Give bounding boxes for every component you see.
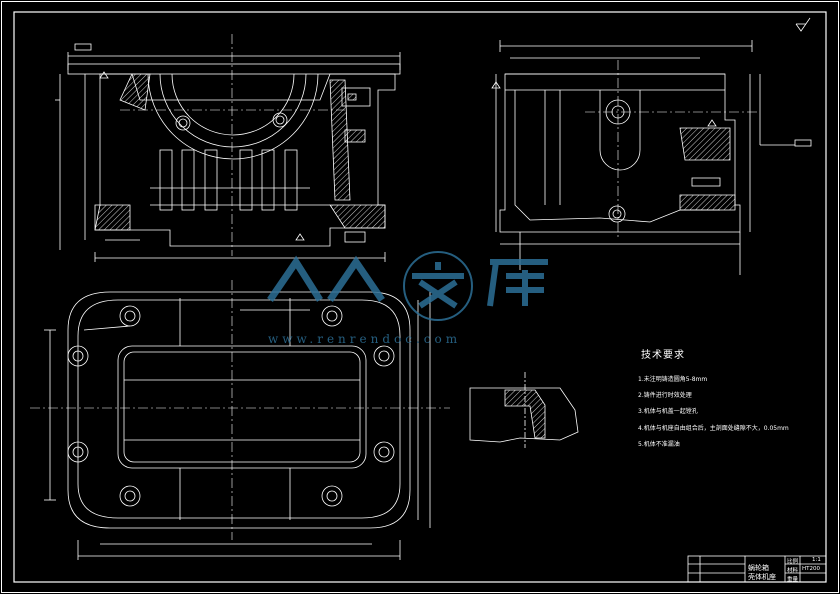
bolt-holes	[67, 305, 395, 507]
front-view	[55, 43, 401, 262]
title-scale-value: 1:1	[812, 557, 821, 563]
title-label-weight: 重量	[787, 577, 799, 583]
requirements-title: 技术要求	[641, 350, 685, 361]
title-material-value: HT200	[802, 566, 820, 572]
requirement-item-4: 4.机体与机座自由组合后，主剖面处缝隙不大，0.05mm	[638, 425, 789, 432]
title-part-name-1: 蜗轮箱	[748, 564, 769, 572]
title-label-material: 材料	[787, 568, 799, 574]
inner-frame	[13, 11, 827, 583]
detail-section	[469, 372, 579, 448]
title-block-lines	[687, 555, 827, 583]
front-centerline	[120, 34, 345, 256]
roughness-symbol-icon	[795, 17, 811, 32]
title-label-scale: 比例	[787, 559, 799, 565]
title-part-name-2: 壳体机座	[748, 573, 776, 581]
top-view	[44, 291, 431, 560]
side-view	[491, 40, 812, 275]
requirement-item-3: 3.机体与机盖一起镗孔	[638, 408, 698, 415]
watermark-url: www.renrendoc.com	[268, 332, 462, 346]
side-centerline	[585, 60, 760, 240]
requirement-item-2: 2.铸件进行时效处理	[638, 392, 692, 399]
requirement-item-5: 5.机体不准漏油	[638, 441, 680, 448]
requirement-item-1: 1.未注明铸造圆角5-8mm	[638, 376, 708, 383]
top-centerline	[30, 280, 450, 540]
watermark-logo-icon	[267, 251, 548, 321]
